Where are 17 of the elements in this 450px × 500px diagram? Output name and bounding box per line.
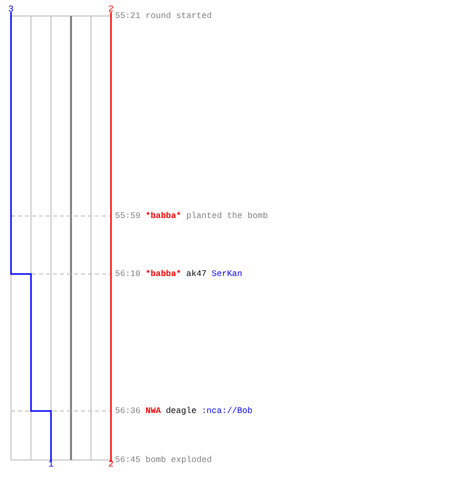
- count-number: 3: [8, 6, 14, 14]
- player-name: *babba*: [146, 212, 182, 220]
- weapon-name: deagle: [166, 406, 196, 416]
- weapon-name: ak47: [186, 270, 207, 278]
- timestamp: 56:10: [115, 270, 141, 278]
- timestamp: 55:59: [115, 212, 141, 220]
- timestamp: 55:21: [115, 12, 141, 20]
- timestamp: 56:45: [115, 456, 141, 464]
- player-name: *babba*: [146, 270, 182, 278]
- player-name: :nca://Bob: [201, 406, 252, 416]
- event-text: bomb exploded: [146, 456, 212, 464]
- event-text: planted the bomb: [186, 212, 268, 220]
- event-text: round started: [146, 12, 212, 20]
- player-name: NWA: [146, 406, 161, 416]
- player-name: SerKan: [212, 270, 242, 278]
- count-number: 2: [108, 6, 114, 14]
- timestamp: 56:36: [115, 406, 141, 416]
